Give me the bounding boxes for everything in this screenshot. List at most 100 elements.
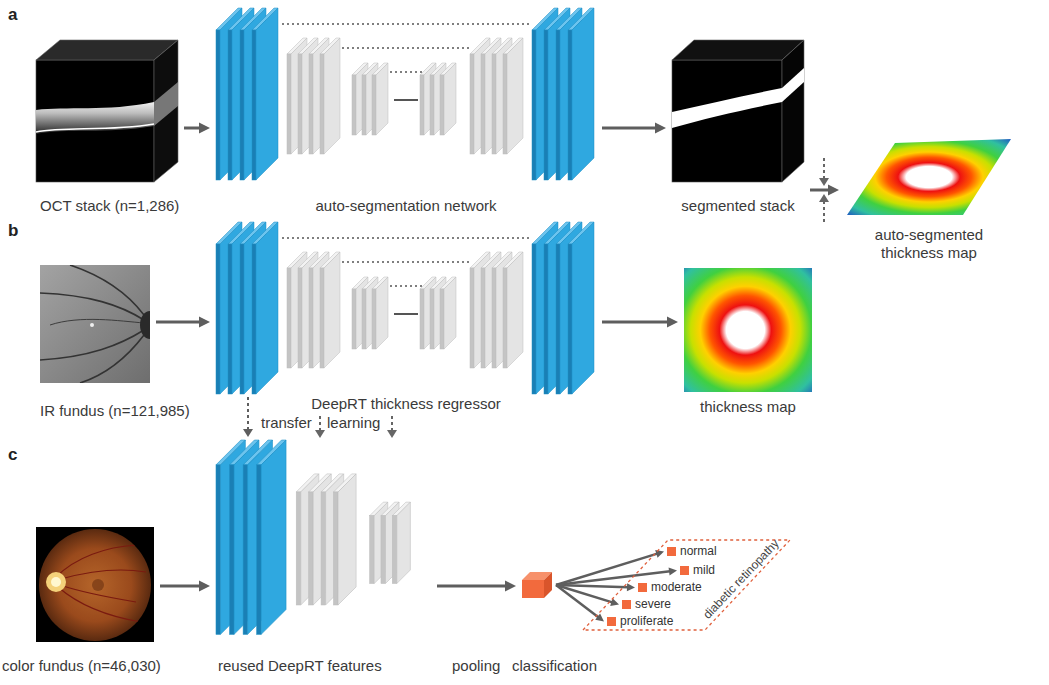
slab-edge: [481, 54, 485, 154]
figure-panel: IR fundus (n=121,985): [40, 265, 190, 420]
class-text: normal: [680, 544, 717, 558]
slab-edge: [392, 516, 397, 584]
feature-vector: [522, 572, 552, 598]
arrow-head: [667, 317, 678, 328]
slab-edge: [492, 268, 496, 368]
slab-edge: [420, 75, 424, 135]
connector: [243, 397, 253, 437]
image-area: [216, 222, 596, 394]
connector-line: [810, 189, 829, 192]
class-text: mild: [693, 563, 715, 577]
connector-line: [247, 397, 249, 430]
arrow-head: [819, 194, 829, 202]
slab-edge: [544, 30, 548, 180]
segmented-cube: [672, 40, 804, 182]
fundus-detail: [46, 545, 146, 622]
arrow-head: [199, 581, 210, 592]
slab-edge: [544, 244, 548, 394]
connector-line: [556, 585, 628, 587]
cube-front: [672, 60, 782, 182]
dotted-line: [391, 416, 393, 430]
slab-edge: [362, 75, 366, 135]
connector: [602, 123, 666, 134]
category-group: diabetic retinopathynormalmildmoderatese…: [580, 538, 795, 633]
annotation: learning: [327, 414, 380, 431]
bottleneck: [394, 99, 418, 101]
connector-line: [602, 321, 668, 324]
caption: auto-segmentation network: [216, 197, 596, 215]
slab-edge: [372, 289, 376, 349]
skip-connection: [282, 237, 532, 239]
block-front: [522, 580, 544, 598]
slab-face: [572, 8, 594, 180]
figure-panel: segmented stack: [672, 40, 804, 215]
class-label: mild: [680, 563, 715, 578]
slab-edge: [321, 492, 326, 605]
annotation: pooling: [452, 657, 500, 674]
slab-edge: [556, 30, 560, 180]
slab-edge: [568, 30, 572, 180]
arrow-head: [505, 581, 516, 592]
slab-edge: [481, 268, 485, 368]
image-area: [36, 40, 178, 182]
fundus-ground: [36, 527, 154, 642]
connector: [156, 317, 210, 328]
class-marker: [680, 566, 689, 575]
slab-edge: [309, 54, 313, 154]
network-illustration: [216, 222, 594, 394]
image-area: [684, 268, 812, 392]
arrow-head: [669, 567, 677, 575]
class-marker: [667, 547, 676, 556]
retina-side: [154, 82, 178, 126]
slab-edge: [228, 244, 232, 394]
macula: [92, 579, 104, 591]
panel-letter: c: [8, 446, 17, 463]
slab-edge: [470, 268, 474, 368]
slab-edge: [240, 244, 244, 394]
slab-edge: [216, 30, 220, 180]
slab-edge: [556, 244, 560, 394]
skip-connection: [390, 285, 422, 287]
figure-panel: auto-segmentation network: [216, 8, 596, 215]
arrow-head: [387, 430, 397, 438]
optic-disc: [140, 311, 150, 339]
cube-side: [154, 40, 178, 182]
slab-edge: [216, 465, 221, 635]
heatmap: [847, 139, 1011, 215]
arrow-head: [627, 583, 635, 591]
vessels: [40, 265, 150, 383]
slab-edge: [503, 54, 507, 154]
vessel: [60, 585, 136, 602]
slab-face: [397, 502, 411, 583]
connector: [184, 123, 210, 134]
slab-edge: [430, 75, 434, 135]
slab-face: [324, 252, 340, 368]
connector: [437, 581, 516, 592]
cube-front: [36, 60, 154, 182]
vessel: [70, 265, 144, 315]
class-text: moderate: [651, 580, 702, 594]
class-marker: [638, 583, 647, 592]
panel-letter: b: [8, 222, 18, 239]
slab-face: [261, 440, 286, 634]
slab-face: [256, 8, 278, 180]
figure-panel: reused DeepRT features: [216, 440, 431, 675]
slab-edge: [568, 244, 572, 394]
arrow-head: [610, 598, 619, 606]
color-fundus-image: [36, 527, 154, 642]
image-area: [40, 265, 150, 383]
slab-edge: [257, 465, 262, 635]
slab-edge: [320, 54, 324, 154]
connector-line: [556, 554, 657, 585]
oct-cube: [36, 40, 178, 182]
connector: [160, 581, 210, 592]
slab-face: [444, 63, 456, 135]
caption: reused DeepRT features: [218, 657, 431, 675]
arrow-head: [199, 317, 210, 328]
cube-top: [672, 40, 804, 60]
panel-letter: a: [8, 6, 17, 23]
class-label: proliferate: [607, 614, 673, 629]
caption: OCT stack (n=1,286): [40, 197, 179, 215]
slab-edge: [320, 268, 324, 368]
